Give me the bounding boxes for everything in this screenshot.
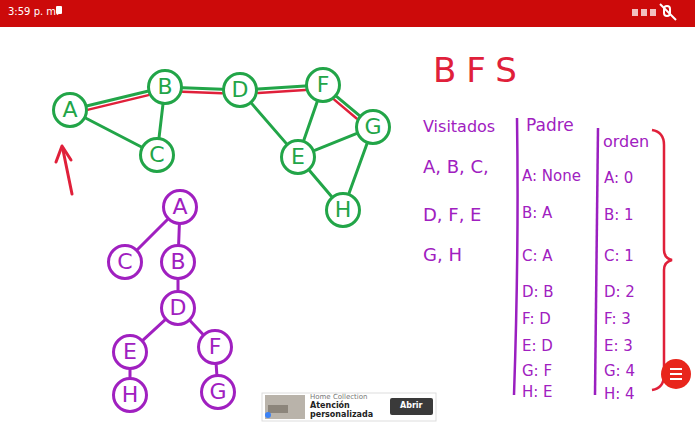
- node-letter: G: [364, 116, 381, 138]
- graph-edge: [183, 88, 222, 90]
- status-icon: [650, 9, 656, 16]
- handwritten-note: G: F: [522, 363, 552, 380]
- tree-node: E: [112, 334, 148, 370]
- handwritten-note: Home Collection: [310, 394, 368, 402]
- node-letter: F: [317, 74, 330, 96]
- node-letter: H: [122, 384, 139, 406]
- node-letter: B: [157, 76, 172, 98]
- tree-edge: [190, 321, 202, 334]
- graph-edge: [252, 104, 286, 144]
- node-letter: E: [123, 341, 137, 363]
- bfs-path-line: [183, 92, 222, 94]
- graph-edge: [310, 171, 332, 197]
- tree-edge: [138, 220, 168, 250]
- status-time: 3:59 p. m.: [8, 6, 59, 17]
- handwritten-note: H: 4: [604, 386, 635, 403]
- ad-icon: [265, 412, 271, 418]
- handwritten-note: D: 2: [604, 284, 635, 301]
- handwritten-note: B: 1: [604, 207, 634, 224]
- graph-node: H: [325, 192, 361, 228]
- status-icon: [641, 9, 647, 16]
- tree-node: A: [162, 189, 198, 225]
- handwritten-note: F: 3: [604, 311, 631, 328]
- handwritten-note: H: E: [522, 384, 553, 401]
- status-icon: [632, 9, 638, 16]
- handwritten-note: A, B, C,: [423, 157, 489, 177]
- node-letter: F: [209, 336, 222, 358]
- node-letter: A: [172, 196, 187, 218]
- column-divider: [595, 128, 598, 395]
- graph-node: E: [280, 139, 316, 175]
- tree-edge: [129, 370, 132, 377]
- handwritten-note: orden: [603, 133, 649, 151]
- tree-node: C: [107, 244, 143, 280]
- menu-button: [661, 359, 691, 389]
- start-arrowhead: [56, 146, 71, 162]
- graph-node: F: [305, 67, 341, 103]
- graph-edge: [159, 105, 163, 137]
- handwritten-note: G, H: [423, 245, 462, 265]
- graph-node: A: [52, 92, 88, 128]
- handwritten-note: A: None: [522, 168, 581, 185]
- board-title: BFS: [433, 52, 527, 89]
- handwritten-note: G: 4: [604, 363, 635, 380]
- tree-node: D: [160, 290, 196, 326]
- graph-edge: [349, 144, 367, 193]
- node-letter: C: [117, 251, 132, 273]
- ad-thumbnail: [265, 395, 305, 419]
- graph-node: C: [139, 137, 175, 173]
- handwritten-note: Visitados: [423, 118, 495, 136]
- graph-edge: [258, 86, 305, 89]
- status-bar: [0, 0, 695, 27]
- node-letter: D: [232, 79, 249, 101]
- ad-thumbnail: [268, 405, 288, 413]
- tree-node: H: [112, 377, 148, 413]
- bfs-path-line: [334, 100, 356, 119]
- ad-button: Abrir: [390, 398, 433, 415]
- node-letter: B: [170, 251, 185, 273]
- handwritten-note: D, F, E: [423, 205, 481, 225]
- handwritten-note: A: 0: [604, 170, 633, 187]
- handwritten-note: E: D: [522, 338, 553, 355]
- graph-edge: [304, 102, 317, 140]
- handwritten-note: F: D: [522, 311, 551, 328]
- tree-edge: [177, 280, 180, 290]
- column-divider: [514, 118, 518, 395]
- tree-edge: [215, 365, 219, 374]
- graph-edge: [315, 134, 357, 151]
- handwritten-note: C: A: [522, 248, 553, 265]
- node-letter: E: [291, 146, 305, 168]
- graph-edge: [86, 118, 141, 146]
- menu-icon: [670, 369, 682, 379]
- tree-node: G: [200, 374, 236, 410]
- node-letter: G: [209, 381, 226, 403]
- node-letter: H: [335, 199, 352, 221]
- node-letter: C: [149, 144, 164, 166]
- node-letter: D: [170, 297, 187, 319]
- ad-banner: [262, 393, 436, 421]
- bfs-path-line: [88, 95, 148, 110]
- tree-edge: [143, 320, 164, 340]
- handwritten-note: Padre: [526, 116, 574, 135]
- graph-node: G: [355, 109, 391, 145]
- handwritten-note: E: 3: [604, 338, 633, 355]
- handwritten-note: C: 1: [604, 248, 634, 265]
- handwritten-note: B: A: [522, 205, 552, 222]
- graph-node: D: [222, 72, 258, 108]
- graph-node: B: [147, 69, 183, 105]
- tree-node: F: [197, 329, 233, 365]
- node-letter: A: [62, 99, 77, 121]
- handwritten-note: Atención personalizada: [310, 402, 376, 420]
- bfs-path-line: [258, 90, 305, 93]
- handwritten-note: D: B: [522, 284, 554, 301]
- tree-edge: [177, 225, 181, 244]
- curly-bracket: [652, 130, 672, 390]
- mute-icon: [660, 4, 676, 20]
- tree-node: B: [160, 244, 196, 280]
